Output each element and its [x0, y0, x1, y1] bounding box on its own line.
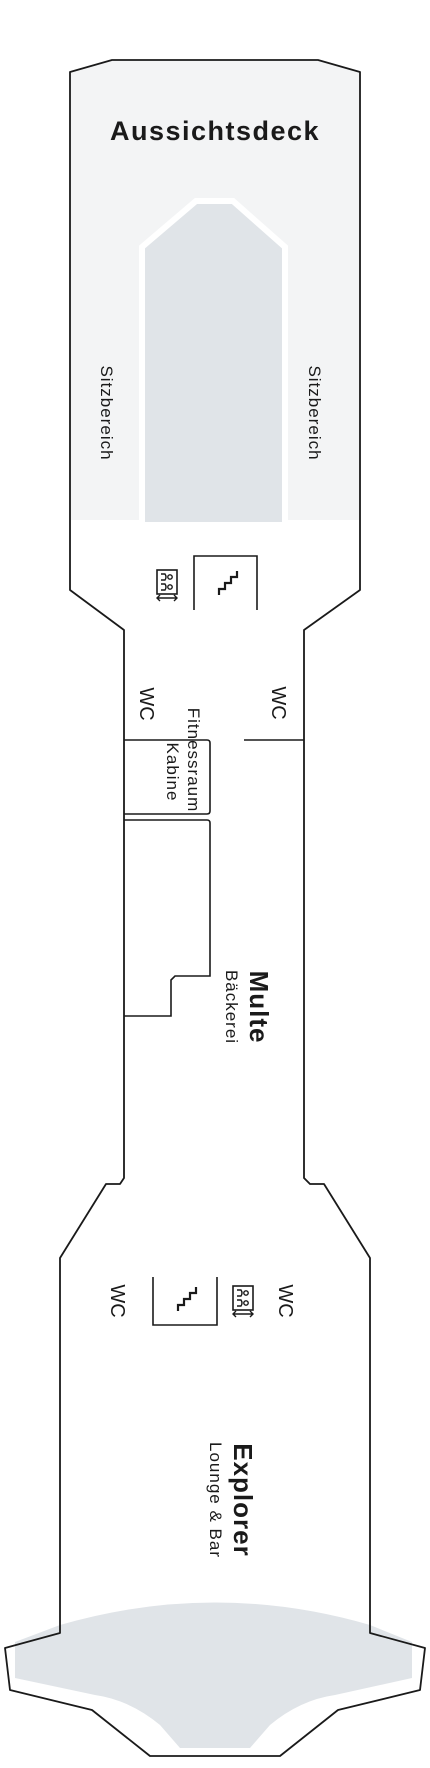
wc-label-bottom-left: WC [106, 1284, 128, 1317]
wc-label-mid-left: WC [135, 687, 157, 720]
elevator-icon [232, 1285, 254, 1318]
lounge-venue-subtitle: Lounge & Bar [206, 1442, 225, 1558]
wc-label-bottom-right: WC [274, 1284, 296, 1317]
observation-deck-title: Aussichtsdeck [110, 116, 320, 146]
bakery-venue-title: Multe [244, 971, 274, 1044]
observation-glass-area [139, 198, 288, 528]
lounge-venue-title: Explorer [228, 1443, 258, 1557]
seating-area-label-right: Sitzbereich [305, 365, 324, 460]
cabin-label: Kabine [163, 743, 182, 802]
bow-deck-area [15, 1602, 412, 1748]
deck-outline [4, 59, 426, 1757]
bakery-venue-subtitle: Bäckerei [222, 970, 241, 1044]
wc-label-mid-right: WC [267, 686, 289, 719]
stairs-icon [176, 1287, 198, 1311]
stairs-icon [217, 571, 239, 595]
fitness-room-label: Fitnessraum [184, 708, 203, 813]
stairs-box-top [193, 555, 258, 610]
bakery-wall [124, 819, 211, 1017]
elevator-icon [156, 569, 178, 602]
fitness-room-wall [124, 739, 211, 815]
stairs-box-bottom [152, 1277, 218, 1326]
seating-area-label-left: Sitzbereich [97, 365, 116, 460]
